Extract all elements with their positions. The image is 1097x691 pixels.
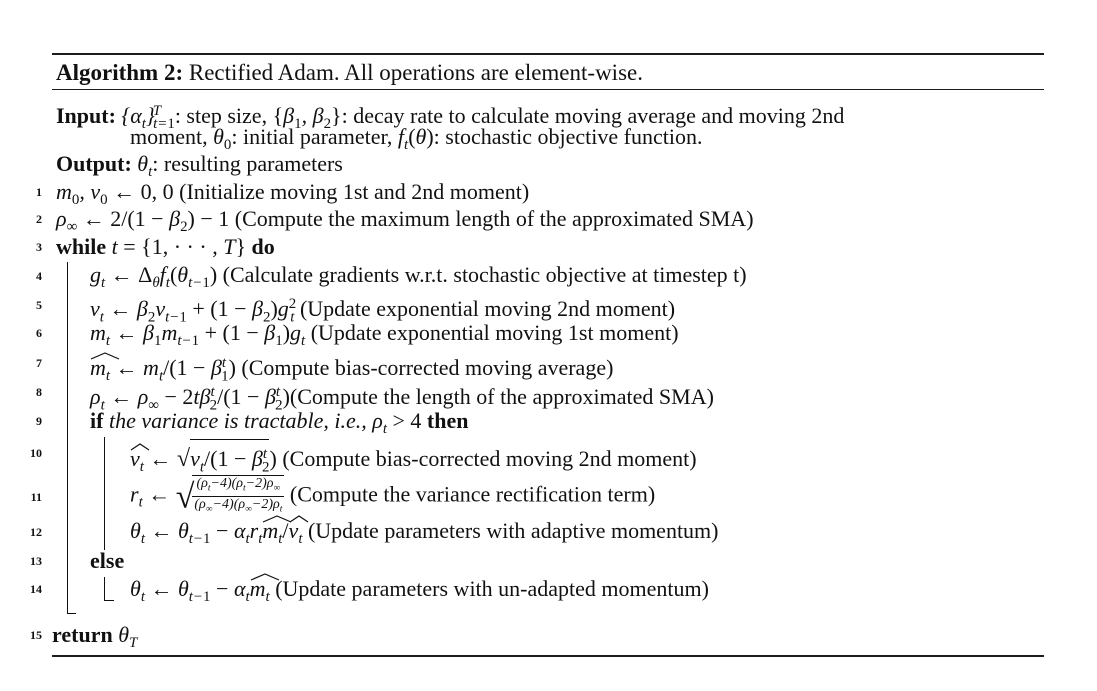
algorithm-label: Algorithm 2: xyxy=(56,60,184,85)
comment-line-4: (Calculate gradients w.r.t. stochastic o… xyxy=(222,262,747,287)
algo-line-11: rt ← √(ρt−4)(ρt−2)ρ∞(ρ∞−4)(ρ∞−2)ρt (Comp… xyxy=(130,475,655,518)
step-size-symbol: {αt}Tt=1 xyxy=(121,103,175,133)
if-block-guide xyxy=(104,437,105,550)
objective-symbol: ft(θ) xyxy=(397,124,434,154)
output-text: : resulting parameters xyxy=(152,151,343,176)
while-keyword: while xyxy=(56,234,107,259)
caption-rule xyxy=(52,89,1044,90)
theta-t-symbol: θt xyxy=(137,151,153,181)
line-number-7: 7 xyxy=(36,356,42,370)
comment-line-6: (Update exponential moving 1st moment) xyxy=(310,320,679,345)
input-text-5: : stochastic objective function. xyxy=(433,124,703,149)
line-number-13: 13 xyxy=(30,554,42,568)
comment-line-1: (Initialize moving 1st and 2nd moment) xyxy=(179,179,530,204)
input-text-4: : initial parameter, xyxy=(231,124,393,149)
comment-line-5: (Update exponential moving 2nd moment) xyxy=(299,296,676,322)
input-label: Input: xyxy=(56,103,116,129)
else-block-guide xyxy=(104,577,105,601)
bottom-rule xyxy=(52,655,1044,657)
algo-line-12: θt ← θt−1 − αtrtmt/vt (Update parameters… xyxy=(130,515,719,548)
theta0-symbol: θ0 xyxy=(213,124,232,154)
algo-line-4: gt ← Δθft(θt−1) (Calculate gradients w.r… xyxy=(90,262,747,292)
comment-line-10: (Compute bias-corrected moving 2nd momen… xyxy=(282,446,697,472)
decay-rate-symbol: {β1, β2} xyxy=(272,103,342,133)
comment-line-8: (Compute the length of the approximated … xyxy=(289,384,714,410)
algo-line-14: θt ← θt−1 − αtmt (Update parameters with… xyxy=(130,573,709,606)
algo-line-1: m0, v0 ← 0, 0 (Initialize moving 1st and… xyxy=(56,179,530,209)
if-keyword: if xyxy=(90,408,104,433)
while-block-guide xyxy=(67,262,68,614)
line-number-14: 14 xyxy=(30,582,42,596)
algo-line-2: ρ∞ ← 2/(1 − β2) − 1 (Compute the maximum… xyxy=(56,206,754,236)
algo-line-9: if the variance is tractable, i.e., ρt >… xyxy=(90,408,469,438)
algo-line-15: return θT xyxy=(52,622,138,652)
input-text-1: : step size, xyxy=(174,103,268,129)
line-number-2: 2 xyxy=(36,212,42,226)
algo-line-6: mt ← β1mt−1 + (1 − β1)gt (Update exponen… xyxy=(90,320,679,350)
comment-line-12: (Update parameters with adaptive momentu… xyxy=(307,518,719,543)
line-number-15: 15 xyxy=(30,628,42,642)
comment-line-11: (Compute the variance rectification term… xyxy=(289,481,656,507)
input-text-3: moment, xyxy=(130,124,208,149)
line-number-8: 8 xyxy=(36,385,42,399)
algo-line-13: else xyxy=(90,548,124,574)
algo-line-7: mt ← mt/(1 − βt1) (Compute bias-correcte… xyxy=(90,352,614,385)
line-number-4: 4 xyxy=(36,269,42,283)
if-condition: the variance is tractable, i.e., xyxy=(108,408,367,433)
else-block-guide-end xyxy=(104,600,114,601)
comment-line-7: (Compute bias-corrected moving average) xyxy=(241,355,614,381)
algo-line-8: ρt ← ρ∞ − 2tβt2/(1 − βt2)(Compute the le… xyxy=(90,384,714,414)
input-line: Input: {αt}Tt=1: step size, {β1, β2}: de… xyxy=(56,98,844,137)
algo-line-3: while t = {1, · · · , T} do xyxy=(56,234,275,259)
line-number-5: 5 xyxy=(36,298,42,312)
do-keyword: do xyxy=(251,234,275,259)
algo-line-5: vt ← β2vt−1 + (1 − β2)g2t (Update expone… xyxy=(90,296,676,326)
input-line-cont: moment, θ0: initial parameter, ft(θ): st… xyxy=(130,124,702,158)
algo-line-10: vt ← √vt/(1 − βt2) (Compute bias-correct… xyxy=(130,439,697,480)
while-block-guide-end xyxy=(67,613,76,614)
output-label: Output: xyxy=(56,151,132,176)
top-rule xyxy=(52,53,1044,55)
line-number-1: 1 xyxy=(36,185,42,199)
algorithm-caption: Algorithm 2: Rectified Adam. All operati… xyxy=(56,59,643,87)
line-number-11: 11 xyxy=(30,490,42,504)
line-number-3: 3 xyxy=(36,240,42,254)
line-number-6: 6 xyxy=(36,326,42,340)
return-keyword: return xyxy=(52,622,113,647)
comment-line-14: (Update parameters with un-adapted momen… xyxy=(275,576,709,601)
line-number-9: 9 xyxy=(36,414,42,428)
input-text-2: : decay rate to calculate moving average… xyxy=(341,103,845,129)
output-line: Output: θt: resulting parameters xyxy=(56,151,343,185)
then-keyword: then xyxy=(426,408,469,433)
comment-line-2: (Compute the maximum length of the appro… xyxy=(234,206,754,231)
line-number-12: 12 xyxy=(30,525,42,539)
else-keyword: else xyxy=(90,548,125,573)
line-number-10: 10 xyxy=(30,446,42,460)
algorithm-title: Rectified Adam. All operations are eleme… xyxy=(188,60,643,85)
